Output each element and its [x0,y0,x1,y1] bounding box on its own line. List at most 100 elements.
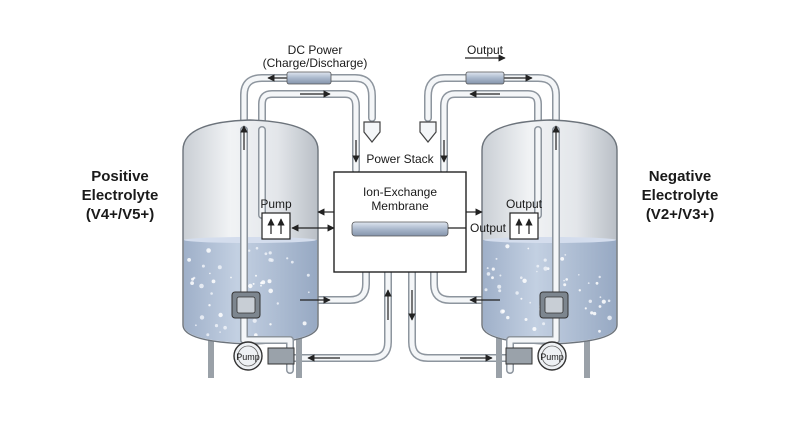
bubble [506,315,510,320]
bubble [208,304,211,307]
bubble [214,324,219,328]
bubble [598,275,601,279]
right-pump [505,341,567,371]
tank-leg [584,320,590,378]
bubble [607,299,611,303]
bubble [505,244,510,249]
bubble [543,258,547,262]
bubble [290,260,294,264]
bubble [252,318,257,323]
bubble [199,315,205,320]
bubble [307,291,310,294]
bubble [598,329,601,333]
bubble [565,278,568,281]
right-tank-title-line3: (V2+/V3+) [646,206,714,223]
inflow-funnels [363,121,437,143]
bubble [252,282,255,285]
bubble [543,266,548,271]
bubble [520,276,523,280]
bubble [255,274,257,277]
bubble [217,265,222,270]
right-output-box-label: Output [506,197,543,211]
tank-leg [208,320,214,378]
bubble [588,299,592,303]
bubble [190,281,195,285]
bubble [498,289,502,293]
left-pump [233,341,295,371]
bubble [601,299,606,304]
stack-connections [291,208,483,232]
left-tank-title-line2: Electrolyte [82,187,159,204]
bubble [276,302,279,305]
bubble [484,288,488,292]
bubble [607,315,612,321]
bubble [491,267,495,271]
bubble [486,272,491,276]
ion-exchange-membrane [351,221,449,237]
bubble [269,323,272,326]
bubble [211,279,216,284]
right-output-indicator [509,212,539,240]
power-stack-title: Power Stack [366,152,434,166]
funnel-arrow-left [363,121,381,143]
right-tank-title-line1: Negative [649,168,712,185]
bubble [536,270,538,273]
funnel-arrow-right [419,121,437,143]
bubble [563,283,567,287]
bubble [599,296,602,299]
bubble [515,291,519,295]
bubble [592,311,597,316]
bubble [255,246,259,250]
left-pump-box-label: Pump [260,197,292,211]
left-pump-indicator [261,212,291,240]
left-tank-title-line1: Positive [91,168,149,185]
bubble [564,254,567,256]
membrane-label-line1: Ion-Exchange [363,185,437,199]
left-pump-label: Pump [236,352,260,362]
bubble [248,249,251,252]
bubble [195,324,197,327]
top-output-label: Output [467,43,504,57]
bubble [268,258,273,262]
bubble [223,325,227,330]
bubble [286,257,289,260]
bubble [206,248,209,251]
output-indicator-box [509,212,539,240]
bubble [584,307,587,310]
bubble [206,333,210,337]
bubble [260,284,262,287]
bubble [563,279,565,282]
right-pump-label: Pump [540,352,564,362]
left-valve [231,291,261,319]
bubble [560,257,565,261]
bubble [497,284,502,289]
bubble [495,257,498,260]
pump-indicator-box [261,212,291,240]
bubble [209,272,211,275]
bubble [587,282,590,284]
bubble [248,283,253,289]
bubble [578,274,580,276]
bubble [302,321,307,326]
power-stack [333,171,467,273]
bubble [191,277,195,281]
bubble [187,258,192,262]
stack-output-label: Output [470,221,507,235]
bubble [268,251,272,255]
right-tank-title-line2: Electrolyte [642,187,719,204]
bubble [536,264,540,268]
bubble [230,276,232,279]
bubble [542,322,546,326]
bubble [199,283,204,289]
right-valve [539,291,569,319]
electrolyte-bubbles [484,244,612,333]
tank-leg [496,320,502,378]
bubble [595,281,599,285]
bubble [524,318,528,321]
bubble [486,267,489,270]
bubble [520,297,523,300]
bubble [261,280,266,285]
bubble [268,288,274,294]
